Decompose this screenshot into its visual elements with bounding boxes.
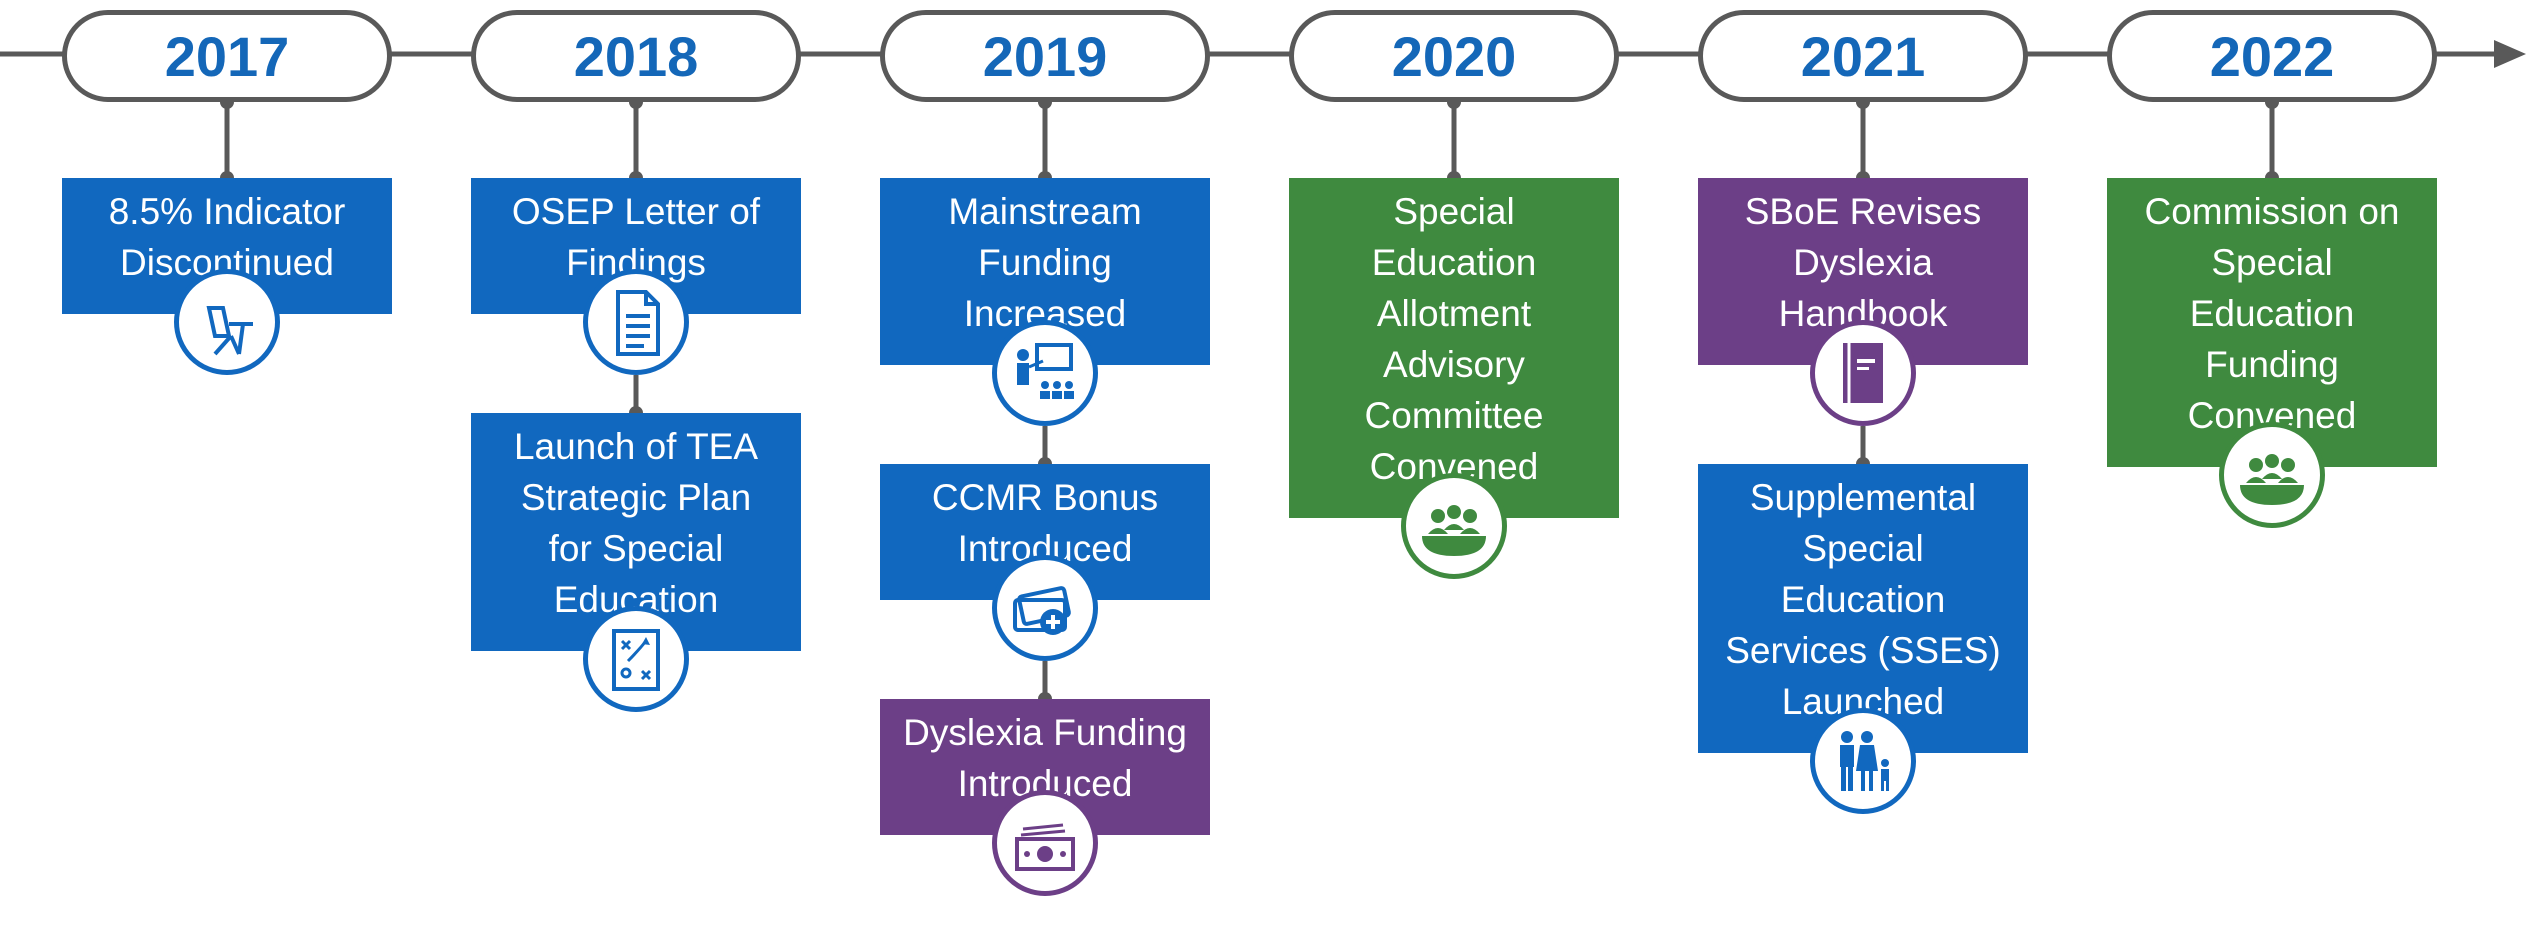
school-desk-icon xyxy=(174,269,280,375)
event-text-line: Committee xyxy=(1364,395,1544,436)
timeline-arrowhead xyxy=(2494,40,2526,68)
event-text-line: Strategic Plan xyxy=(520,477,752,518)
event-text-line: Launch of TEA xyxy=(513,426,759,467)
year-label-2021: 2021 xyxy=(1698,10,2028,102)
meeting-group-icon xyxy=(1401,473,1507,579)
event-text-line: Education xyxy=(1780,579,1946,620)
event-text-line: Mainstream xyxy=(948,191,1142,232)
year-label-2018: 2018 xyxy=(471,10,801,102)
event-text-line: Funding xyxy=(2205,344,2339,385)
event-text-line: Supplemental xyxy=(1749,477,1977,518)
event-text-line: Commission on xyxy=(2144,191,2400,232)
family-icon xyxy=(1810,708,1916,814)
document-icon xyxy=(583,269,689,375)
event-text-line: Funding xyxy=(978,242,1112,283)
event-text-line: 8.5% Indicator xyxy=(108,191,346,232)
event-text-line: Advisory xyxy=(1383,344,1525,385)
money-bill-icon xyxy=(992,790,1098,896)
event-text-line: OSEP Letter of xyxy=(511,191,761,232)
handbook-icon xyxy=(1810,320,1916,426)
money-plus-icon xyxy=(992,555,1098,661)
event-text-line: Services (SSES) xyxy=(1725,630,2001,671)
event-text-line: Dyslexia Funding xyxy=(903,712,1187,753)
year-label-2019: 2019 xyxy=(880,10,1210,102)
event-text-line: for Special xyxy=(548,528,724,569)
event-text-line: Education xyxy=(1371,242,1537,283)
event-text-line: CCMR Bonus xyxy=(931,477,1159,518)
event-text-line: Special xyxy=(1393,191,1515,232)
event-text-line: Special xyxy=(2211,242,2333,283)
event-text-line: SBoE Revises xyxy=(1744,191,1982,232)
teacher-classroom-icon xyxy=(992,320,1098,426)
event-text-line: Dyslexia xyxy=(1793,242,1933,283)
event-text-line: Special xyxy=(1802,528,1924,569)
strategy-plan-icon xyxy=(583,606,689,712)
event-text-line: Allotment xyxy=(1376,293,1532,334)
year-label-2022: 2022 xyxy=(2107,10,2437,102)
meeting-group-icon xyxy=(2219,422,2325,528)
year-label-2020: 2020 xyxy=(1289,10,1619,102)
year-label-2017: 2017 xyxy=(62,10,392,102)
event-text-line: Education xyxy=(2189,293,2355,334)
